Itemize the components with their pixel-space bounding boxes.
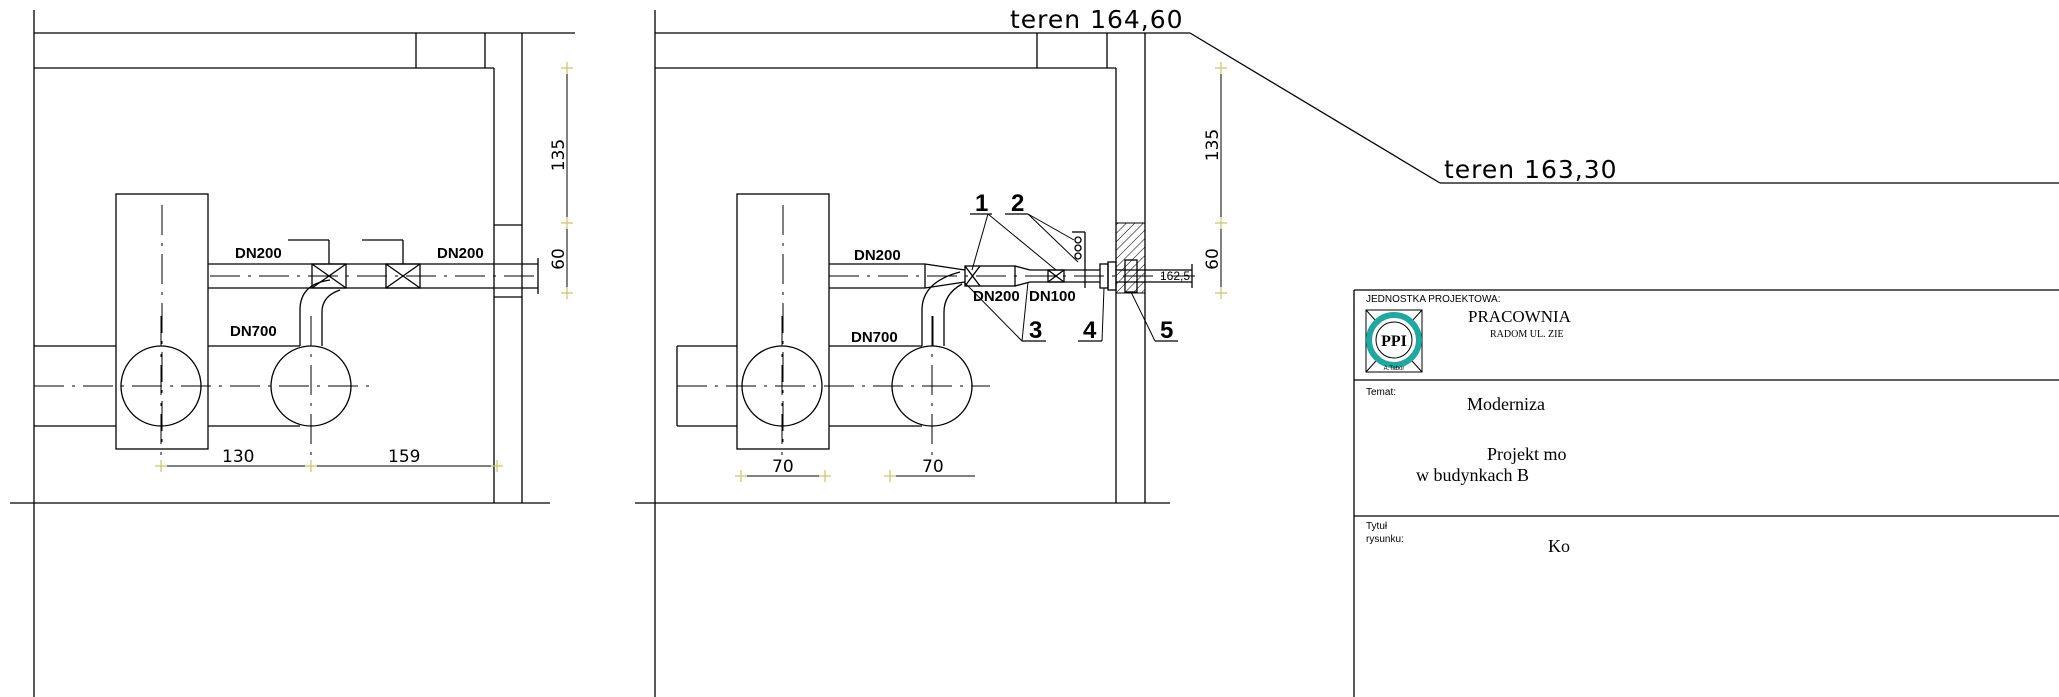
callout-4: 4 <box>1083 317 1097 344</box>
tb-unit-label: JEDNOSTKA PROJEKTOWA: <box>1366 294 1500 305</box>
left-dim-60: 60 <box>549 248 569 270</box>
teren-top: teren 164,60 <box>1010 5 1184 34</box>
tb-company: PRACOWNIA <box>1468 307 1572 326</box>
callout-2: 2 <box>1011 190 1024 217</box>
teren-mid: teren 163,30 <box>1444 155 1618 184</box>
mid-dim-135: 135 <box>1203 129 1223 161</box>
tb-tytul-value: Ko <box>1548 536 1570 556</box>
tb-address: RADOM UL. ZIE <box>1490 329 1564 340</box>
mid-dim-70-b: 70 <box>922 457 944 477</box>
tb-temat-2: Projekt mo <box>1487 444 1567 464</box>
left-dim-135: 135 <box>549 139 569 171</box>
left-dn200-b: DN200 <box>437 245 484 262</box>
tb-tytul-label: Tytuł <box>1366 521 1388 532</box>
left-dn200-a: DN200 <box>235 245 282 262</box>
mid-dim-162-5: 162,5 <box>1160 269 1190 283</box>
middle-view: DN200 DN200 DN100 DN700 162,5 1 2 3 4 5 … <box>635 5 2059 697</box>
callout-3: 3 <box>1029 317 1042 344</box>
tb-rysunku-label: rysunku: <box>1366 534 1404 545</box>
mid-dim-70-a: 70 <box>772 457 794 477</box>
left-view: DN200 DN200 DN700 130 159 135 60 <box>10 10 575 697</box>
logo-text: PPI <box>1381 333 1407 350</box>
mid-dn200-b: DN200 <box>973 288 1020 305</box>
left-dim-159: 159 <box>388 447 420 467</box>
left-dim-130: 130 <box>222 447 254 467</box>
mid-dim-60: 60 <box>1203 248 1223 270</box>
callout-5: 5 <box>1160 317 1173 344</box>
tb-temat-1: Moderniza <box>1467 394 1545 414</box>
left-dn700: DN700 <box>230 323 277 340</box>
callout-1: 1 <box>975 190 988 217</box>
tb-temat-3: w budynkach B <box>1416 465 1529 485</box>
mid-dn100: DN100 <box>1029 288 1076 305</box>
title-block: JEDNOSTKA PROJEKTOWA: PPI A.Tabor PRACOW… <box>1353 289 2059 697</box>
mid-dn700: DN700 <box>851 329 898 346</box>
mid-dn200-a: DN200 <box>854 247 901 264</box>
logo-sub: A.Tabor <box>1384 366 1405 372</box>
tb-temat-label: Temat: <box>1366 387 1396 398</box>
